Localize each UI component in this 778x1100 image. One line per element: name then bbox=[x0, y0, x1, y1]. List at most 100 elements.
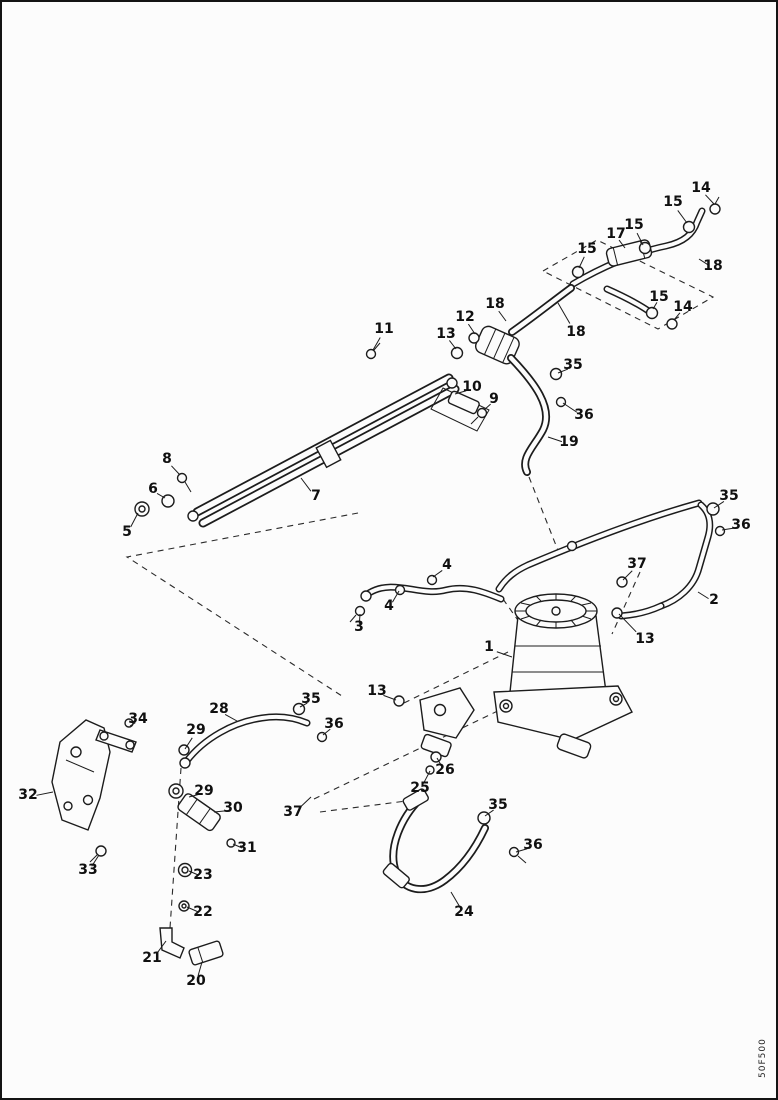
callout-13: 13 bbox=[635, 631, 654, 647]
callout-leader-18 bbox=[557, 302, 571, 324]
clamp-35 bbox=[549, 367, 563, 381]
callout-24: 24 bbox=[454, 904, 474, 920]
callout-1: 1 bbox=[484, 639, 494, 655]
nut-15 bbox=[645, 306, 659, 320]
callout-leader-15 bbox=[578, 256, 585, 269]
callout-37: 37 bbox=[627, 556, 646, 572]
hose-19-group bbox=[507, 354, 567, 476]
callout-leader-3 bbox=[358, 613, 361, 624]
callout-7: 7 bbox=[311, 488, 321, 504]
callout-leader-18 bbox=[698, 258, 709, 266]
callout-18: 18 bbox=[485, 296, 504, 312]
callout-15: 15 bbox=[649, 289, 668, 305]
callout-leader-9 bbox=[483, 403, 491, 411]
callout-leader-5 bbox=[130, 512, 139, 528]
callout-leader-31 bbox=[232, 843, 243, 849]
callout-leader-15 bbox=[677, 210, 688, 224]
callout-leader-13 bbox=[618, 613, 637, 633]
callout-leader-18 bbox=[498, 310, 507, 322]
callout-leader-36 bbox=[562, 402, 578, 413]
spacer-10 bbox=[447, 390, 480, 415]
fitting-29 bbox=[178, 744, 190, 756]
callout-15: 15 bbox=[663, 194, 682, 210]
callout-10: 10 bbox=[462, 379, 482, 395]
clamp-26 bbox=[430, 751, 442, 763]
screw-36 bbox=[508, 846, 520, 858]
callout-leader-10 bbox=[454, 390, 467, 395]
callout-8: 8 bbox=[162, 451, 172, 467]
callout-14: 14 bbox=[691, 180, 711, 196]
callout-leader-14 bbox=[673, 312, 681, 321]
oil-line-assembly-7 bbox=[134, 373, 490, 528]
callout-18: 18 bbox=[566, 324, 585, 340]
callout-6: 6 bbox=[148, 481, 158, 497]
callout-13: 13 bbox=[367, 683, 386, 699]
callout-23: 23 bbox=[193, 867, 212, 883]
callout-leader-13 bbox=[449, 340, 457, 350]
callout-35: 35 bbox=[301, 691, 320, 707]
callout-18: 18 bbox=[703, 258, 722, 274]
callout-leader-29 bbox=[184, 737, 193, 750]
callout-leader-12 bbox=[467, 323, 476, 335]
callout-20: 20 bbox=[186, 973, 206, 989]
nut-13 bbox=[450, 346, 464, 360]
callout-leader-33 bbox=[91, 854, 100, 867]
bolt-9 bbox=[476, 407, 488, 419]
hose-24-group bbox=[382, 788, 527, 894]
callout-leader-34 bbox=[129, 722, 136, 727]
callout-leader-28 bbox=[224, 713, 238, 722]
callout-29: 29 bbox=[194, 783, 213, 799]
callout-leader-11 bbox=[372, 337, 381, 351]
callout-leader-32 bbox=[36, 791, 54, 796]
callout-leader-15 bbox=[636, 232, 644, 246]
callout-36: 36 bbox=[574, 407, 593, 423]
nut-13 bbox=[393, 695, 405, 707]
bolt-14 bbox=[666, 318, 678, 330]
callout-leader-25 bbox=[422, 770, 431, 784]
callout-26: 26 bbox=[435, 762, 454, 778]
elbow-21 bbox=[159, 927, 185, 959]
callout-13: 13 bbox=[436, 326, 455, 342]
callout-4: 4 bbox=[442, 557, 452, 573]
drawing-code: 50F500 bbox=[758, 1038, 768, 1078]
callout-14: 14 bbox=[673, 299, 693, 315]
left-bracket-assembly bbox=[51, 702, 328, 966]
callout-leader-1 bbox=[496, 651, 513, 658]
callout-leader-6 bbox=[156, 492, 166, 499]
bracket-25-26-group bbox=[419, 687, 475, 775]
bolt-33 bbox=[95, 845, 107, 857]
callout-29: 29 bbox=[186, 722, 205, 738]
callout-leader-35 bbox=[299, 702, 308, 708]
callout-2: 2 bbox=[709, 592, 719, 608]
callout-35: 35 bbox=[488, 797, 507, 813]
screw-36 bbox=[316, 731, 328, 743]
callout-leader-17 bbox=[618, 239, 626, 249]
callout-leader-23 bbox=[188, 870, 199, 876]
return-tube-assembly bbox=[569, 196, 721, 330]
callout-leader-26 bbox=[436, 757, 443, 768]
callout-leader-20 bbox=[197, 961, 203, 977]
callout-31: 31 bbox=[237, 840, 256, 856]
pump-flange bbox=[493, 685, 633, 741]
callout-leader-7 bbox=[300, 477, 312, 492]
callout-leader-35 bbox=[713, 501, 725, 509]
bolt-8 bbox=[176, 472, 188, 484]
callout-leader-15 bbox=[652, 302, 658, 310]
callout-36: 36 bbox=[731, 517, 750, 533]
callout-35: 35 bbox=[719, 488, 738, 504]
bolt-14 bbox=[709, 203, 721, 215]
nut-15 bbox=[638, 241, 652, 255]
callout-35: 35 bbox=[563, 357, 582, 373]
screw-36 bbox=[714, 525, 726, 537]
callout-22: 22 bbox=[193, 904, 212, 920]
callout-37: 37 bbox=[283, 804, 302, 820]
bolt-11 bbox=[365, 348, 377, 360]
callout-33: 33 bbox=[78, 862, 97, 878]
fitting-37 bbox=[616, 576, 628, 588]
callout-4: 4 bbox=[384, 598, 394, 614]
callout-12: 12 bbox=[455, 309, 474, 325]
callout-leader-22 bbox=[186, 906, 198, 913]
screw-25 bbox=[425, 765, 435, 775]
callout-28: 28 bbox=[209, 701, 228, 717]
